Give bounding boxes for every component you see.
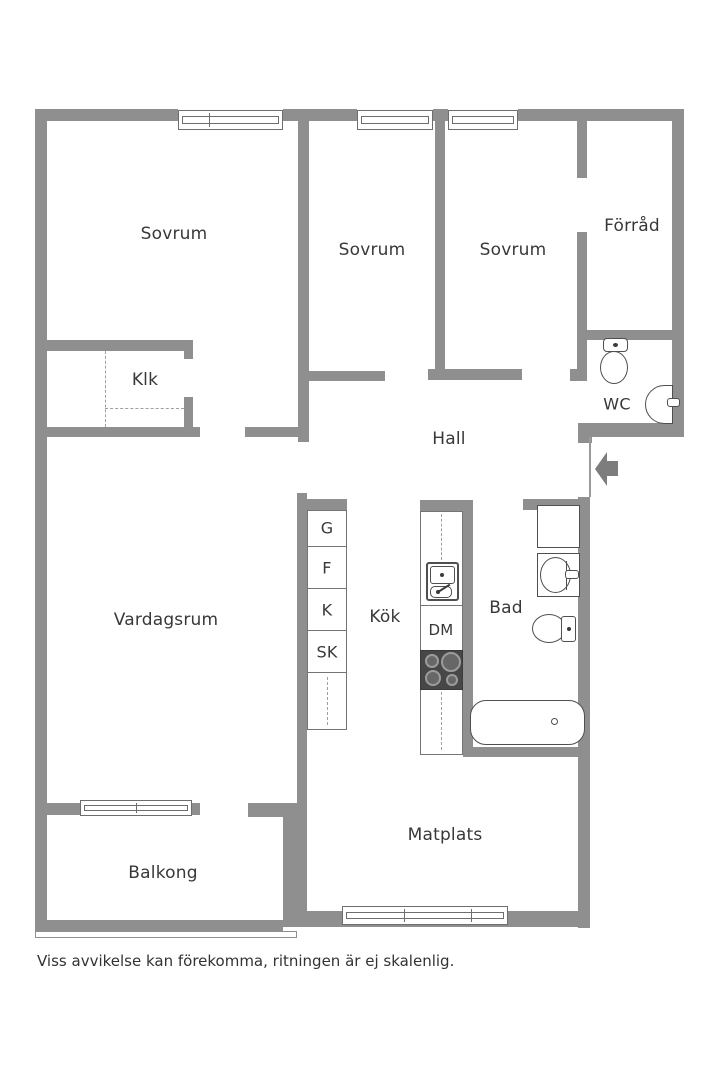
cabinet-k (307, 588, 347, 632)
wall (47, 340, 193, 351)
wall (433, 109, 448, 121)
wall (309, 371, 385, 381)
burner-icon (441, 652, 461, 672)
wall (35, 920, 283, 931)
wall (283, 109, 357, 121)
cabinet-f (307, 546, 347, 590)
wall (297, 493, 307, 813)
faucet-icon (565, 570, 579, 579)
faucet-icon (667, 398, 680, 407)
room-label-vardagsrum: Vardagsrum (113, 610, 219, 630)
wall (35, 427, 200, 437)
window-glass (361, 116, 429, 124)
wall (523, 499, 590, 510)
window (178, 110, 283, 130)
window-glass (346, 912, 504, 919)
bathtub-icon (470, 700, 585, 745)
room-label-sovrum-1: Sovrum (140, 224, 208, 244)
window (357, 110, 433, 130)
wall (184, 397, 193, 430)
window (342, 906, 508, 925)
wall (578, 423, 592, 443)
window (448, 110, 518, 130)
wall (298, 121, 309, 442)
toilet-button (567, 627, 571, 631)
window-glass (452, 116, 514, 124)
room-label-bad: Bad (489, 598, 523, 618)
window-divider (404, 909, 405, 922)
room-label-sovrum-3: Sovrum (479, 240, 547, 260)
wall (577, 232, 587, 330)
wall (35, 803, 80, 815)
cabinet-label-f: F (322, 558, 332, 578)
wall (245, 427, 309, 437)
wall (578, 423, 684, 437)
cabinet-label-k: K (321, 600, 333, 620)
window-divider (136, 803, 137, 813)
sink-basin-icon (430, 586, 452, 598)
label-dm: DM (428, 621, 454, 639)
wall (297, 499, 347, 510)
faucet-dot (436, 590, 440, 594)
disclaimer-text: Viss avvikelse kan förekomma, ritningen … (37, 952, 455, 970)
room-label-forrad: Förråd (604, 216, 660, 236)
wall (420, 500, 473, 511)
cabinet-g (307, 510, 347, 548)
wall (435, 121, 445, 373)
burner-icon (425, 670, 441, 686)
washing-machine-icon (537, 505, 580, 548)
room-label-balkong: Balkong (128, 863, 198, 883)
room-label-matplats: Matplats (407, 825, 483, 845)
wall (184, 351, 193, 359)
counter-dashed-line (441, 514, 442, 560)
wall (463, 511, 473, 747)
bathtub-drain (551, 718, 558, 725)
room-label-klk: Klk (131, 370, 159, 390)
entry-opening-line (589, 437, 591, 497)
faucet-dot (440, 573, 444, 577)
counter-dashed-line (327, 677, 328, 725)
wall (248, 803, 307, 817)
burner-icon (425, 654, 439, 668)
wall (518, 109, 684, 121)
toilet-bowl-icon (600, 351, 628, 384)
toilet-button (613, 343, 618, 347)
cabinet-label-sk: SK (316, 642, 338, 662)
room-label-hall: Hall (432, 429, 466, 449)
window-glass (182, 116, 279, 124)
wall (672, 109, 684, 437)
wall (35, 109, 178, 121)
balcony-railing (35, 931, 297, 938)
counter-dashed-line (441, 692, 442, 750)
wall (577, 121, 587, 178)
balcony-door-window (80, 800, 192, 816)
burner-icon (446, 674, 458, 686)
entrance-arrow-icon (595, 452, 618, 486)
room-label-sovrum-2: Sovrum (338, 240, 406, 260)
wall (283, 815, 307, 927)
room-label-kok: Kök (369, 607, 401, 627)
wardrobe-dashed-line (105, 408, 184, 409)
wardrobe-dashed-line (105, 351, 106, 427)
wall (192, 803, 200, 815)
wall (428, 369, 522, 380)
cabinet-sk (307, 630, 347, 674)
cabinet-label-g: G (320, 518, 334, 538)
wall (577, 330, 587, 381)
wall (577, 330, 672, 340)
room-label-wc: WC (603, 394, 631, 414)
wall (463, 747, 590, 757)
window-divider (471, 909, 472, 922)
window-divider (209, 113, 210, 127)
toilet-bowl-icon (532, 614, 566, 643)
wall (35, 109, 47, 932)
